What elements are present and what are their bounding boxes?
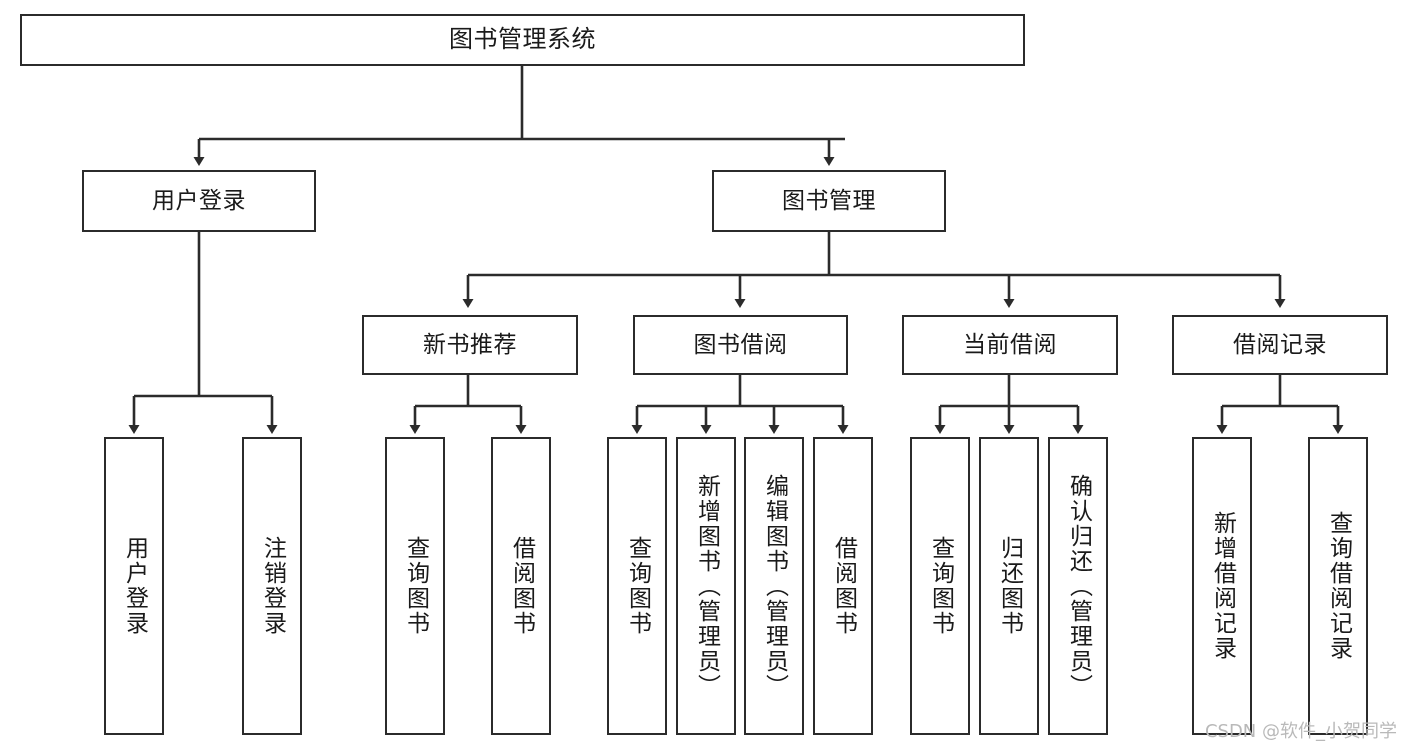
node-label: 查询图书 [402,536,429,636]
leaf-current-return-book[interactable]: 归还图书 [979,437,1039,735]
node-label: 借阅图书 [830,536,857,636]
csdn-watermark: CSDN @软件_小贺同学 [1204,721,1397,742]
node-label: 用户登录 [152,187,246,214]
node-label: 当前借阅 [963,331,1057,358]
node-label: 图书管理系统 [449,25,596,54]
leaf-current-query-book[interactable]: 查询图书 [910,437,970,735]
leaf-borrow-add-book-admin[interactable]: 新增图书（管理员） [676,437,736,735]
node-book-borrow[interactable]: 图书借阅 [633,315,848,375]
node-label: 查询图书 [624,536,651,636]
node-root-system[interactable]: 图书管理系统 [20,14,1025,66]
node-label: 查询图书 [927,536,954,636]
leaf-recommend-query-book[interactable]: 查询图书 [385,437,445,735]
node-label: 新增图书（管理员） [693,473,720,699]
node-new-book-recommend[interactable]: 新书推荐 [362,315,578,375]
node-book-management[interactable]: 图书管理 [712,170,946,232]
node-label: 归还图书 [996,536,1023,636]
node-label: 查询借阅记录 [1325,511,1352,661]
leaf-recommend-borrow-book[interactable]: 借阅图书 [491,437,551,735]
leaf-borrow-query-book[interactable]: 查询图书 [607,437,667,735]
node-label: 新书推荐 [423,331,517,358]
leaf-user-login-logout[interactable]: 注销登录 [242,437,302,735]
leaf-records-add-record[interactable]: 新增借阅记录 [1192,437,1252,735]
node-label: 图书借阅 [693,331,788,358]
node-label: 注销登录 [259,536,286,636]
node-label: 新增借阅记录 [1209,511,1236,661]
node-user-login[interactable]: 用户登录 [82,170,316,232]
node-label: 借阅图书 [508,536,535,636]
node-label: 图书管理 [782,187,876,214]
leaf-user-login-login[interactable]: 用户登录 [104,437,164,735]
node-label: 借阅记录 [1233,331,1327,358]
node-label: 编辑图书（管理员） [761,473,788,699]
leaf-borrow-edit-book-admin[interactable]: 编辑图书（管理员） [744,437,804,735]
leaf-borrow-borrow-book[interactable]: 借阅图书 [813,437,873,735]
node-label: 用户登录 [121,536,148,636]
node-current-borrow[interactable]: 当前借阅 [902,315,1118,375]
node-label: 确认归还（管理员） [1065,473,1092,699]
leaf-records-query-record[interactable]: 查询借阅记录 [1308,437,1368,735]
node-borrow-records[interactable]: 借阅记录 [1172,315,1388,375]
leaf-current-confirm-return-admin[interactable]: 确认归还（管理员） [1048,437,1108,735]
